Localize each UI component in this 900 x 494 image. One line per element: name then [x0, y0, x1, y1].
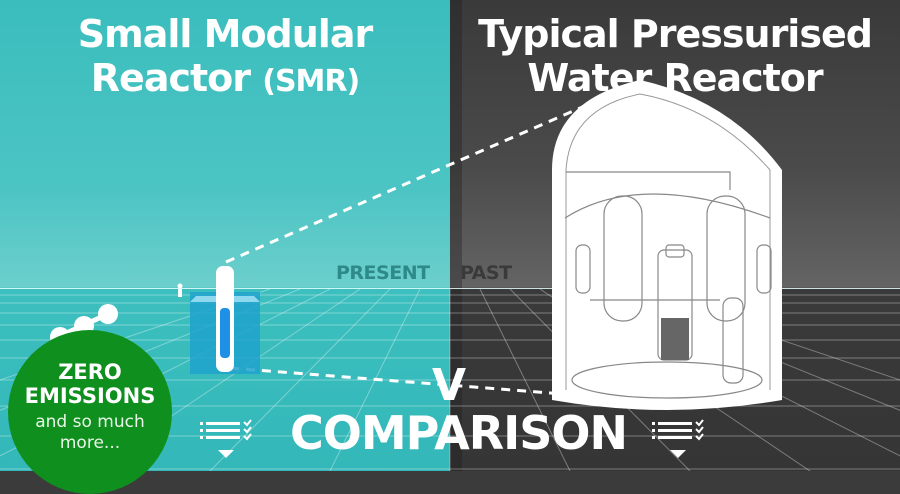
smr-abbr: (SMR) [262, 64, 360, 99]
badge-headline-2: EMISSIONS [24, 384, 156, 408]
horizon-line [0, 288, 900, 289]
smr-title-line1: Small Modular [77, 12, 373, 56]
pwr-title: Typical Pressurised Water Reactor [460, 12, 890, 100]
past-label: PAST [460, 262, 512, 284]
smr-title: Small Modular Reactor (SMR) [40, 12, 410, 104]
panel-divider [450, 0, 462, 471]
illustration [50, 80, 782, 410]
left-checklist-icon[interactable] [200, 418, 260, 468]
present-label: PRESENT [336, 262, 430, 284]
pwr-building-icon [552, 80, 782, 410]
badge-headline-1: ZERO [58, 360, 122, 384]
comparison-label: COMPARISON [290, 406, 628, 460]
right-checklist-icon[interactable] [652, 418, 712, 468]
pwr-title-line2: Water Reactor [527, 56, 823, 100]
triangle-down-icon [218, 450, 234, 458]
pwr-title-line1: Typical Pressurised [478, 12, 873, 56]
badge-sub-2: more... [59, 433, 121, 453]
triangle-down-icon [670, 450, 686, 458]
vs-label: V [432, 360, 467, 411]
smr-title-line2: Reactor [90, 56, 251, 100]
person-icon [177, 283, 183, 289]
badge-sub-1: and so much [35, 412, 145, 432]
